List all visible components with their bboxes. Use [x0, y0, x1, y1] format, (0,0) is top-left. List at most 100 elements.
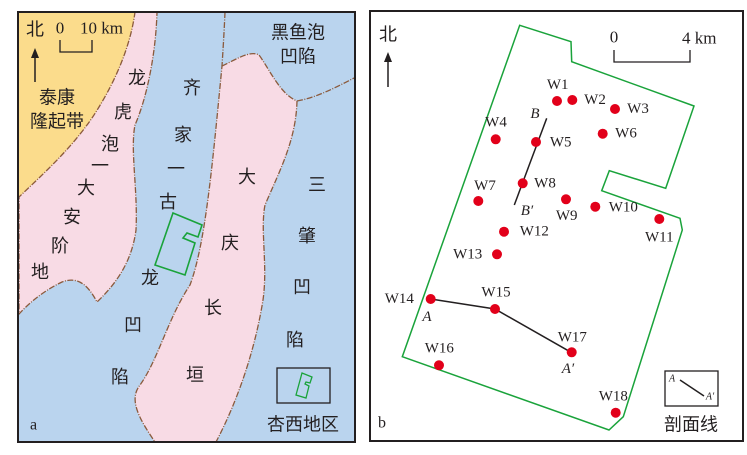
- taikang-label-2: 隆起带: [30, 112, 84, 133]
- region-char: 一: [167, 159, 185, 180]
- inset-label: 杏西地区: [267, 415, 339, 436]
- well-marker-w4: [490, 134, 501, 145]
- qijia-boundary: [221, 11, 226, 67]
- qijia-label: 齐家一古龙凹陷: [111, 78, 201, 388]
- region-char: 凹: [124, 315, 142, 336]
- well-label-w10: W10: [609, 199, 638, 215]
- scale-zero-b: 0: [610, 28, 619, 47]
- well-label-w8: W8: [534, 175, 556, 191]
- study-area-boundary: [401, 24, 695, 431]
- region-char: 一: [91, 156, 109, 177]
- heiyupao-label-1: 黑鱼泡: [271, 23, 325, 44]
- well-marker-w2: [567, 95, 578, 105]
- well-marker-w3: [610, 104, 620, 114]
- region-char: 龙: [128, 68, 146, 89]
- well-label-w17: W17: [558, 330, 588, 346]
- legend-section-line: [679, 379, 705, 397]
- well-label-w9: W9: [556, 208, 578, 224]
- panel-b-letter: b: [378, 415, 386, 432]
- legend-box: [664, 370, 719, 407]
- heiyupao-boundary: [296, 77, 355, 102]
- scale-end: 10 km: [80, 19, 123, 38]
- well-marker-w7: [473, 196, 484, 206]
- well-label-w11: W11: [645, 230, 674, 246]
- well-label-w2: W2: [584, 92, 606, 108]
- region-char: 三: [308, 175, 326, 196]
- north-label: 北: [26, 20, 44, 41]
- region-char: 地: [31, 262, 49, 283]
- region-char: 大: [77, 178, 95, 199]
- region-char: 陷: [111, 367, 129, 388]
- region-char: 垣: [186, 365, 204, 386]
- region-char: 肇: [298, 226, 316, 247]
- well-label-w5: W5: [550, 134, 572, 150]
- panel-a-map: 北 0 10 km 泰康 隆起带 龙虎泡一大安阶地 齐家一古龙凹陷 大庆长垣 黑…: [17, 11, 356, 443]
- region-char: 凹: [293, 277, 311, 298]
- daqing-label: 大庆长垣: [186, 167, 256, 386]
- well-label-w4: W4: [485, 115, 507, 131]
- panel-a-frame: [17, 11, 356, 443]
- taikang-label-1: 泰康: [39, 88, 75, 109]
- north-label-b: 北: [379, 25, 397, 46]
- section-b-end: B′: [521, 203, 534, 219]
- well-marker-w8: [517, 178, 528, 189]
- well-marker-w12: [499, 226, 509, 237]
- section-line-b: [513, 118, 548, 206]
- well-label-w1: W1: [547, 77, 569, 93]
- scale-bar: [59, 40, 93, 53]
- region-char: 安: [63, 207, 81, 228]
- inset-study-area: [295, 372, 313, 399]
- scale-bar-b: [613, 50, 691, 63]
- region-char: 大: [238, 167, 256, 188]
- well-marker-w1: [552, 96, 562, 106]
- legend-end: A′: [705, 392, 715, 403]
- well-label-w7: W7: [474, 178, 496, 194]
- legend-label: 剖面线: [664, 415, 718, 436]
- well-marker-w6: [597, 128, 608, 139]
- well-marker-w16: [434, 360, 444, 371]
- region-char: 庆: [221, 233, 239, 254]
- well-marker-w5: [531, 137, 541, 147]
- well-marker-w10: [590, 201, 601, 212]
- region-char: 阶: [51, 236, 69, 257]
- north-arrow-icon: [384, 52, 392, 87]
- region-char: 龙: [141, 268, 159, 289]
- taikang-uplift-region: [19, 12, 135, 197]
- well-label-w16: W16: [425, 340, 455, 356]
- well-label-w15: W15: [481, 284, 510, 300]
- well-marker-w13: [492, 249, 502, 260]
- section-b-start: B: [530, 106, 539, 122]
- study-area-outline: [153, 211, 203, 277]
- well-label-w13: W13: [453, 246, 482, 262]
- well-marker-w14: [425, 294, 436, 304]
- well-label-w3: W3: [627, 101, 649, 117]
- daqing-anticline-region: [134, 53, 298, 443]
- longhupao-terrace-region: [18, 11, 158, 316]
- north-arrow-icon: [31, 48, 39, 82]
- region-char: 家: [174, 125, 192, 146]
- legend-start: A: [668, 374, 676, 385]
- well-label-w12: W12: [520, 224, 549, 240]
- region-char: 齐: [183, 78, 201, 99]
- well-marker-w17: [566, 347, 577, 358]
- well-marker-w15: [490, 304, 500, 314]
- panel-a-letter: a: [30, 417, 37, 434]
- scale-end-b: 4 km: [682, 29, 716, 48]
- well-label-w18: W18: [599, 389, 628, 405]
- well-marker-w11: [654, 214, 665, 224]
- inset-box: [276, 367, 331, 404]
- region-char: 陷: [286, 330, 304, 351]
- sanzhao-label: 三肇凹陷: [286, 175, 326, 351]
- panel-b-frame: [369, 10, 744, 442]
- longhupao-label: 龙虎泡一大安阶地: [31, 68, 146, 283]
- well-label-w6: W6: [615, 126, 637, 142]
- section-a-start: A: [421, 309, 432, 325]
- region-char: 泡: [101, 134, 119, 155]
- section-a-end: A′: [561, 361, 575, 377]
- well-label-w14: W14: [385, 291, 415, 307]
- heiyupao-label-2: 凹陷: [280, 47, 316, 68]
- region-char: 长: [204, 298, 222, 319]
